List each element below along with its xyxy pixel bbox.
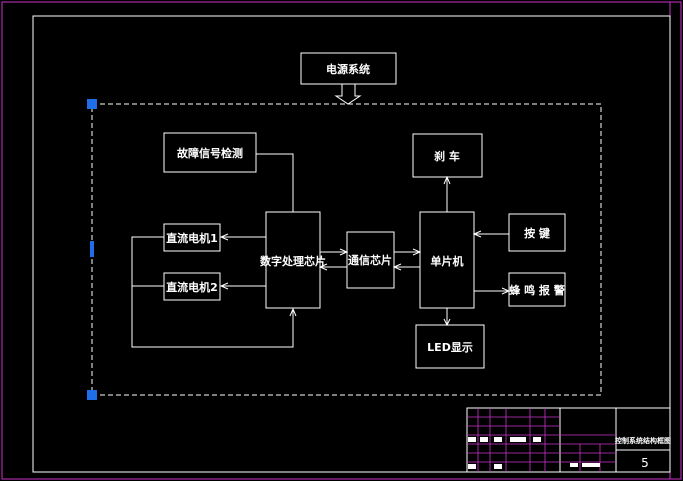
keys-to-mcu-arrowhead bbox=[472, 230, 482, 238]
sheet-number: 5 bbox=[641, 456, 649, 470]
grip-top-left-handle[interactable] bbox=[87, 99, 97, 109]
dsp-chip-label: 数字处理芯片 bbox=[260, 254, 326, 268]
title-block bbox=[466, 407, 671, 473]
title-block-border bbox=[466, 407, 671, 473]
fault-to-dsp-line bbox=[256, 153, 294, 212]
motor1-feedback-line bbox=[131, 236, 294, 348]
dsp-to-motor1-arrowhead bbox=[219, 233, 229, 241]
drawing-frame bbox=[32, 15, 671, 473]
comm-mcu-bottom-arrowhead bbox=[392, 263, 402, 271]
keys-label: 按 键 bbox=[524, 226, 551, 240]
drawing-title: 控制系统结构框图 bbox=[615, 436, 671, 445]
comm-chip-label: 通信芯片 bbox=[348, 253, 392, 267]
fault-detect-box[interactable] bbox=[163, 132, 257, 173]
feedback-arrowhead bbox=[289, 307, 297, 317]
mcu-label: 单片机 bbox=[431, 254, 464, 268]
grip-middle-left-handle[interactable] bbox=[90, 241, 94, 257]
mcu-to-buzzer-arrowhead bbox=[501, 287, 511, 295]
mcu-to-brake-arrowhead bbox=[443, 175, 451, 185]
buzzer-box[interactable] bbox=[508, 272, 566, 307]
buzzer-label: 蜂 鸣 报 警 bbox=[509, 283, 565, 297]
dsp-to-motor2-arrowhead bbox=[219, 282, 229, 290]
power-system-label: 电源系统 bbox=[326, 62, 370, 76]
dc-motor-2-label: 直流电机2 bbox=[166, 280, 218, 294]
dc-motor-1-label: 直流电机1 bbox=[166, 231, 218, 245]
mcu-to-led-arrowhead bbox=[443, 318, 451, 327]
dsp-comm-top-arrowhead bbox=[339, 248, 349, 256]
led-label: LED显示 bbox=[427, 341, 473, 354]
comm-mcu-top-arrowhead bbox=[412, 248, 422, 256]
power-arrow bbox=[334, 83, 362, 105]
comm-chip-box[interactable] bbox=[346, 231, 395, 289]
fault-detect-label: 故障信号检测 bbox=[177, 146, 243, 160]
keys-box[interactable] bbox=[508, 213, 566, 252]
led-box[interactable] bbox=[415, 324, 485, 369]
title-block-small-text bbox=[468, 437, 600, 469]
title-block-grid bbox=[467, 408, 616, 472]
grip-bottom-left-handle[interactable] bbox=[87, 390, 97, 400]
brake-label: 刹 车 bbox=[434, 149, 460, 163]
dsp-comm-bottom-arrowhead bbox=[318, 263, 328, 271]
